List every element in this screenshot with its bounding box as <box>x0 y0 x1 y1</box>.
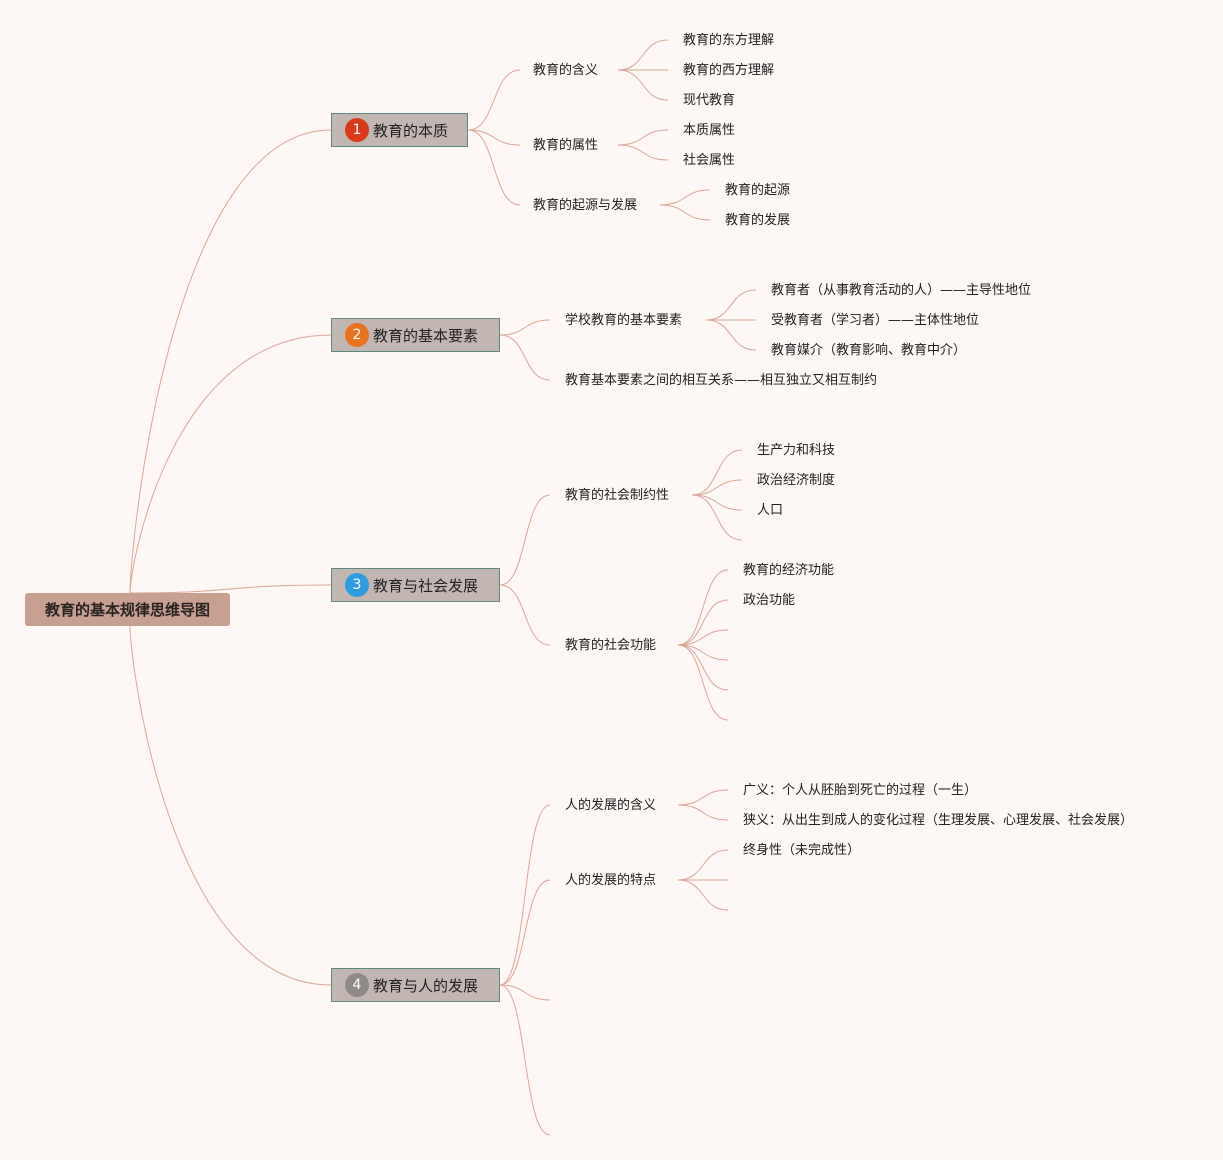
leaf-political-economic-system[interactable]: 政治经济制度 <box>757 473 836 488</box>
root-node[interactable]: 教育的基本规律思维导图 <box>25 593 230 626</box>
link-t4-s2-c3 <box>677 879 729 911</box>
leaf-modern-education[interactable]: 现代教育 <box>683 93 736 108</box>
subtopic-elements-relationship[interactable]: 教育基本要素之间的相互关系——相互独立又相互制约 <box>565 373 878 388</box>
leaf-productivity-technology[interactable]: 生产力和科技 <box>757 443 836 458</box>
subtopic-social-constraint[interactable]: 教育的社会制约性 <box>565 488 670 503</box>
link-t3-s2-c1 <box>677 569 729 646</box>
link-t2-s1-c3 <box>705 319 757 351</box>
link-t1-s2-c1 <box>617 129 669 146</box>
link-t1-s3-c2 <box>659 204 711 221</box>
link-t4-s1-c2 <box>677 804 729 821</box>
number-badge-icon: 4 <box>345 973 369 997</box>
subtopic-meaning[interactable]: 教育的含义 <box>533 63 599 78</box>
leaf-narrow-sense[interactable]: 狭义：从出生到成人的变化过程（生理发展、心理发展、社会发展） <box>743 813 1134 828</box>
leaf-development[interactable]: 教育的发展 <box>725 213 791 228</box>
topic-title: 教育与社会发展 <box>373 576 479 595</box>
link-t3-s1 <box>499 494 551 586</box>
link-t3-s1-c2 <box>691 479 743 496</box>
link-t3-s2-c3 <box>677 629 729 646</box>
subtopic-origin-development[interactable]: 教育的起源与发展 <box>533 198 638 213</box>
topic-title: 教育的基本要素 <box>373 326 479 345</box>
topic-education-essence[interactable]: 1 教育的本质 <box>331 113 468 147</box>
leaf-lifelong[interactable]: 终身性（未完成性） <box>743 843 861 858</box>
link-t1-s2-c2 <box>617 144 669 161</box>
subtopic-attributes[interactable]: 教育的属性 <box>533 138 599 153</box>
subtopic-school-elements[interactable]: 学校教育的基本要素 <box>565 313 683 328</box>
leaf-learner[interactable]: 受教育者（学习者）——主体性地位 <box>771 313 980 328</box>
link-t1-s3-c1 <box>659 189 711 206</box>
subtopic-social-function[interactable]: 教育的社会功能 <box>565 638 657 653</box>
link-root-topic-1 <box>129 129 332 594</box>
link-t4-s2 <box>499 879 551 986</box>
link-t3-s2-c5 <box>677 644 729 691</box>
link-t2-s1-c1 <box>705 289 757 321</box>
leaf-political-function[interactable]: 政治功能 <box>743 593 796 608</box>
link-root-topic-2 <box>129 334 332 594</box>
topic-education-human-development[interactable]: 4 教育与人的发展 <box>331 968 500 1002</box>
topic-title: 教育与人的发展 <box>373 976 479 995</box>
link-t3-s2-c2 <box>677 599 729 646</box>
link-t1-s1 <box>467 69 521 131</box>
link-t4-s3 <box>499 984 551 1001</box>
leaf-origin[interactable]: 教育的起源 <box>725 183 791 198</box>
topic-basic-elements[interactable]: 2 教育的基本要素 <box>331 318 500 352</box>
number-badge-icon: 1 <box>345 118 369 142</box>
topic-education-society[interactable]: 3 教育与社会发展 <box>331 568 500 602</box>
link-t2-s2 <box>499 334 551 381</box>
link-t1-s1-c1 <box>617 39 669 71</box>
link-t1-s1-c3 <box>617 69 669 101</box>
topic-title: 教育的本质 <box>373 121 449 140</box>
subtopic-development-features[interactable]: 人的发展的特点 <box>565 873 657 888</box>
leaf-social-attribute[interactable]: 社会属性 <box>683 153 736 168</box>
leaf-western-understanding[interactable]: 教育的西方理解 <box>683 63 775 78</box>
link-t1-s2 <box>467 129 521 146</box>
link-t3-s2 <box>499 584 551 646</box>
subtopic-development-meaning[interactable]: 人的发展的含义 <box>565 798 657 813</box>
leaf-medium[interactable]: 教育媒介（教育影响、教育中介） <box>771 343 967 358</box>
link-t4-s1 <box>499 804 551 986</box>
link-t4-s1-c1 <box>677 789 729 806</box>
leaf-economic-function[interactable]: 教育的经济功能 <box>743 563 835 578</box>
link-t3-s1-c4 <box>691 494 743 541</box>
link-t3-s1-c1 <box>691 449 743 496</box>
link-t2-s1 <box>499 319 551 336</box>
leaf-educator[interactable]: 教育者（从事教育活动的人）——主导性地位 <box>771 283 1032 298</box>
number-badge-icon: 3 <box>345 573 369 597</box>
link-t3-s2-c4 <box>677 644 729 661</box>
leaf-eastern-understanding[interactable]: 教育的东方理解 <box>683 33 775 48</box>
link-t4-s4 <box>499 984 551 1136</box>
link-root-topic-4 <box>129 625 332 986</box>
leaf-broad-sense[interactable]: 广义：个人从胚胎到死亡的过程（一生） <box>743 783 978 798</box>
leaf-essential-attribute[interactable]: 本质属性 <box>683 123 736 138</box>
leaf-population[interactable]: 人口 <box>757 503 784 518</box>
link-t4-s2-c1 <box>677 849 729 881</box>
link-t3-s2-c6 <box>677 644 729 721</box>
number-badge-icon: 2 <box>345 323 369 347</box>
link-t3-s1-c3 <box>691 494 743 511</box>
link-t1-s3 <box>467 129 521 206</box>
link-root-topic-3 <box>129 584 332 594</box>
